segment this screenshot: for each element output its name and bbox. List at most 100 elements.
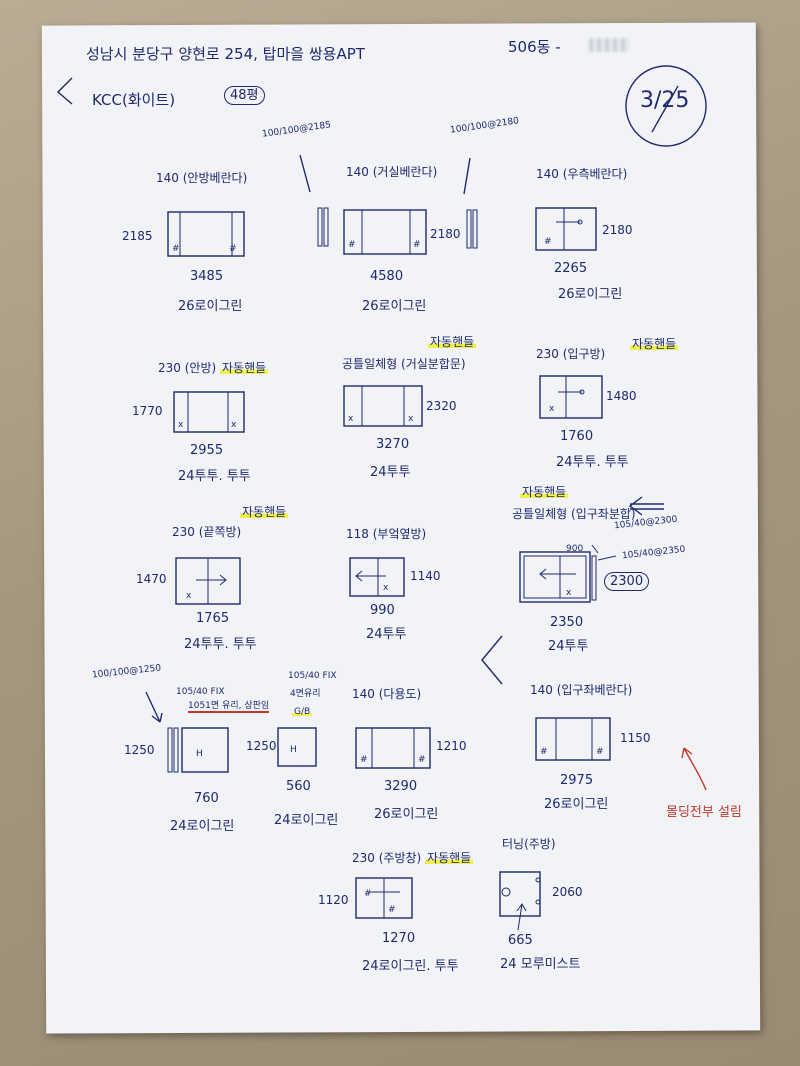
window-5-tag-text: 자동핸들	[428, 335, 477, 349]
window-12-title: 140 (다용도)	[352, 687, 422, 701]
svg-text:H: H	[290, 745, 297, 755]
window-5-tag: 자동핸들	[428, 335, 477, 349]
window-2-height: 2180	[430, 227, 461, 241]
window-11-height: 1250	[246, 739, 277, 753]
window-15-height: 2060	[552, 885, 583, 899]
window-sketch-10: H	[181, 727, 229, 773]
window-sketch-13: ##	[535, 717, 611, 761]
window-1-width: 3485	[190, 269, 224, 284]
slide-marker-3b	[173, 727, 179, 773]
window-10-width: 760	[194, 791, 219, 806]
fix-1-note-text: 1051면 유리, 상판임	[188, 701, 270, 713]
window-13-height: 1150	[620, 731, 651, 745]
svg-text:#: #	[413, 240, 421, 250]
fix-1-label: 105/40 FIX	[176, 687, 225, 697]
window-14-spec: 24로이그린. 투투	[362, 959, 459, 974]
window-7-title: 230 (끝쪽방)	[172, 525, 242, 539]
window-sketch-15	[499, 871, 541, 931]
window-15-width: 665	[508, 933, 533, 948]
window-9-tag-text: 자동핸들	[520, 485, 569, 499]
window-sketch-2: ##	[343, 209, 427, 255]
window-6-tag-text: 자동핸들	[630, 337, 679, 351]
window-15-title: 터닝(주방)	[502, 837, 556, 851]
brand-name: KCC(화이트)	[92, 91, 176, 109]
slide-marker-2	[466, 209, 472, 249]
svg-text:x: x	[348, 414, 354, 424]
window-4-spec: 24투투. 투투	[178, 469, 251, 484]
window-13-title: 140 (입구좌베란다)	[530, 683, 633, 697]
slide-marker-1	[317, 207, 323, 247]
window-7-width: 1765	[196, 611, 230, 626]
window-6-tag: 자동핸들	[630, 337, 679, 351]
svg-text:#: #	[364, 889, 372, 899]
window-15-spec: 24 모루미스트	[500, 957, 581, 972]
arrow-fix	[145, 691, 163, 723]
window-sketch-1: ##	[167, 211, 245, 257]
window-14-title-text: 230 (주방창)	[352, 851, 422, 865]
svg-text:#: #	[544, 237, 552, 247]
oval-2300: 2300	[604, 572, 650, 591]
window-sketch-7: x	[175, 557, 241, 605]
window-12-height: 1210	[436, 739, 467, 753]
window-7-tag: 자동핸들	[240, 505, 289, 519]
svg-text:#: #	[348, 240, 356, 250]
window-1-title: 140 (안방베란다)	[156, 171, 248, 185]
pointer-900	[591, 544, 599, 554]
red-note: 몰딩전부 설림	[666, 805, 742, 820]
svg-text:x: x	[383, 583, 389, 593]
window-5-spec: 24투투	[370, 465, 411, 480]
slide-marker-1b	[323, 207, 329, 247]
fix-1-note: 1051면 유리, 상판임	[188, 701, 270, 713]
window-10-spec: 24로이그린	[170, 819, 235, 834]
svg-text:x: x	[186, 591, 192, 601]
chevron-left	[481, 635, 503, 685]
window-14-title: 230 (주방창) 자동핸들	[352, 851, 474, 865]
svg-text:#: #	[388, 905, 396, 915]
svg-text:H: H	[196, 749, 203, 759]
svg-text:x: x	[178, 420, 184, 430]
svg-text:#: #	[418, 755, 426, 765]
stroke-1	[299, 154, 311, 193]
window-sketch-3: #	[535, 207, 597, 251]
window-13-width: 2975	[560, 773, 594, 788]
double-arrow-left	[628, 496, 664, 516]
svg-text:x: x	[408, 414, 414, 424]
window-5-width: 3270	[376, 437, 410, 452]
svg-text:#: #	[172, 244, 180, 254]
window-sketch-14: ##	[355, 877, 413, 919]
window-8-spec: 24투투	[366, 627, 407, 642]
svg-text:#: #	[540, 747, 548, 757]
window-2-width: 4580	[370, 269, 404, 284]
slide-marker-2b	[472, 209, 478, 249]
window-6-width: 1760	[560, 429, 594, 444]
window-14-tag: 자동핸들	[425, 851, 474, 865]
window-4-title: 230 (안방) 자동핸들	[158, 361, 269, 375]
window-8-title: 118 (부엌옆방)	[346, 527, 427, 541]
window-sketch-12: ##	[355, 727, 431, 769]
window-9-width: 2350	[550, 615, 584, 630]
red-arrow	[681, 747, 707, 791]
window-3-spec: 26로이그린	[558, 287, 623, 302]
window-5-height: 2320	[426, 399, 457, 413]
redacted-unit-number	[589, 38, 629, 52]
fix-2-code-text: G/B	[292, 707, 313, 717]
svg-text:x: x	[566, 588, 572, 598]
window-7-height: 1470	[136, 572, 167, 586]
svg-text:x: x	[231, 420, 237, 430]
window-8-width: 990	[370, 603, 395, 618]
window-5-title: 공틀일체형 (거실분합문)	[342, 357, 466, 371]
window-sketch-11: H	[277, 727, 317, 767]
window-3-title: 140 (우측베란다)	[536, 167, 628, 181]
unit-number: 506동 -	[508, 38, 561, 56]
window-4-title-text: 230 (안방)	[158, 361, 217, 375]
window-14-width: 1270	[382, 931, 416, 946]
stroke-2	[463, 157, 471, 195]
window-12-width: 3290	[384, 779, 418, 794]
address-line: 성남시 분당구 양현로 254, 탑마을 쌍용APT	[86, 45, 365, 63]
window-2-spec: 26로이그린	[362, 299, 427, 314]
page-number-slash	[651, 85, 679, 133]
window-1-spec: 26로이그린	[178, 299, 243, 314]
window-6-title: 230 (입구방)	[536, 347, 606, 361]
window-3-width: 2265	[554, 261, 588, 276]
